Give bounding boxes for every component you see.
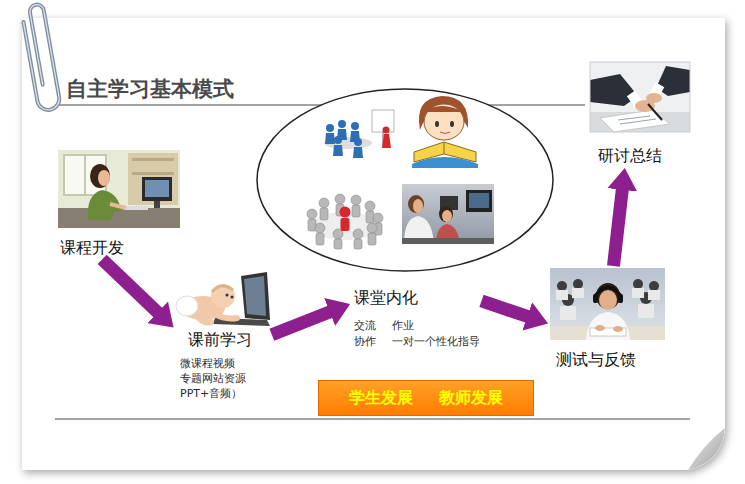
baby-laptop-photo xyxy=(176,272,270,326)
reading-girl-cartoon xyxy=(412,96,478,168)
flow-arrow xyxy=(613,186,622,266)
meeting-figures xyxy=(324,110,394,158)
stage-note: 交流 作业 xyxy=(354,318,480,333)
bottom-rule xyxy=(55,418,690,420)
stage-label: 研讨总结 xyxy=(598,146,690,166)
flow-arrow xyxy=(482,301,532,318)
circle-of-figures xyxy=(307,194,383,249)
diagram-title: 自主学习基本模式 xyxy=(66,76,234,102)
goal-box: 学生发展 教师发展 xyxy=(318,380,534,416)
stage-box: 课前学习微课程视频专题网站资源PPT+音频） xyxy=(175,270,270,401)
stage-label: 课程开发 xyxy=(60,238,180,258)
stage-box: 研讨总结 xyxy=(590,62,690,166)
flow-arrow xyxy=(272,311,334,335)
course-dev-photo xyxy=(58,150,180,228)
goal-label: 教师发展 xyxy=(439,387,503,409)
stage-label: 测试与反馈 xyxy=(556,350,665,370)
stage-note: 协作 一对一个性化指导 xyxy=(354,334,480,349)
flow-arrow xyxy=(102,259,160,315)
stage-label: 课堂内化 xyxy=(354,288,480,308)
page-curl xyxy=(688,428,725,470)
classroom-ellipse xyxy=(257,89,553,271)
discussion-photo xyxy=(590,62,690,132)
stage-box: 测试与反馈 xyxy=(550,268,665,370)
exam-classroom-photo xyxy=(550,268,665,340)
stage-note: PPT+音频） xyxy=(180,386,270,401)
stage-box: 课程开发 xyxy=(58,150,180,258)
paperclip xyxy=(21,3,61,111)
stage-label: 课前学习 xyxy=(188,330,270,350)
stage-box: 课堂内化交流 作业协作 一对一个性化指导 xyxy=(352,288,480,349)
goal-label: 学生发展 xyxy=(349,387,413,409)
computer-lab-photo xyxy=(402,184,494,244)
paper-card xyxy=(22,18,725,470)
stage-note: 微课程视频 xyxy=(180,356,270,371)
stage-note: 专题网站资源 xyxy=(180,371,270,386)
